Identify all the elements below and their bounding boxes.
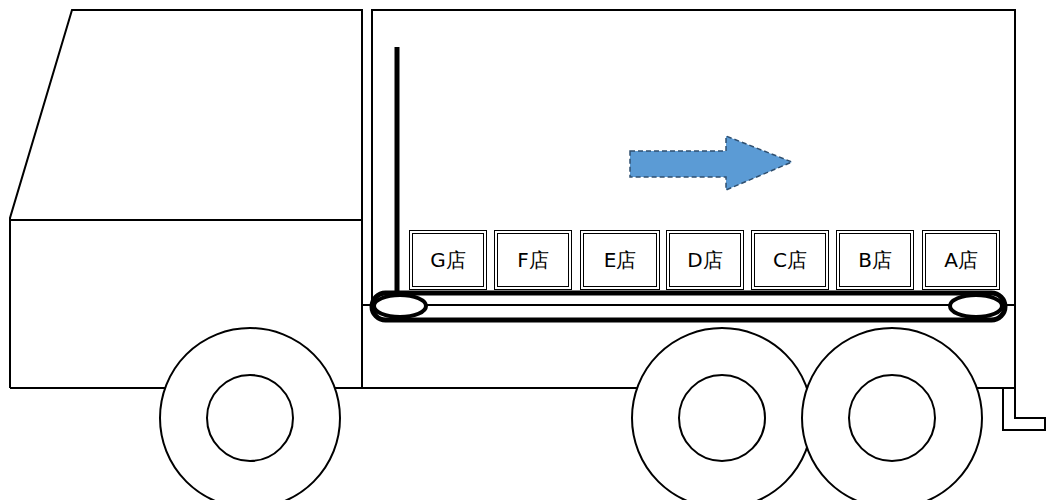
floor-line [362,304,1015,306]
front-wheel [160,328,340,500]
cargo-box [372,10,1015,305]
conveyor-roller [950,295,1002,317]
body-edge [1014,305,1016,388]
conveyor-belt [372,293,1005,320]
store-label: C店 [773,249,807,271]
front-hub [207,375,293,461]
store-label: D店 [687,249,722,271]
direction-arrow [630,136,792,190]
store-label: A店 [944,249,978,271]
store-box: E店 [580,230,660,290]
store-label: E店 [604,249,637,271]
rear-wheel [802,328,982,500]
store-box: F店 [494,230,572,290]
cab-outline [10,10,362,388]
store-box: A店 [922,230,1000,290]
partition-bar [395,47,400,292]
store-box: D店 [666,230,744,290]
rear-bumper [1003,388,1045,430]
rear-hub [679,375,765,461]
store-label: B店 [858,249,892,271]
store-label: F店 [517,249,549,271]
store-box: G店 [409,230,487,290]
cab-line [10,219,362,221]
store-box: B店 [836,230,914,290]
rear-hub [849,375,935,461]
conveyor-roller [374,295,426,317]
store-box: C店 [751,230,829,290]
rear-wheel [632,328,812,500]
store-label: G店 [430,249,466,271]
